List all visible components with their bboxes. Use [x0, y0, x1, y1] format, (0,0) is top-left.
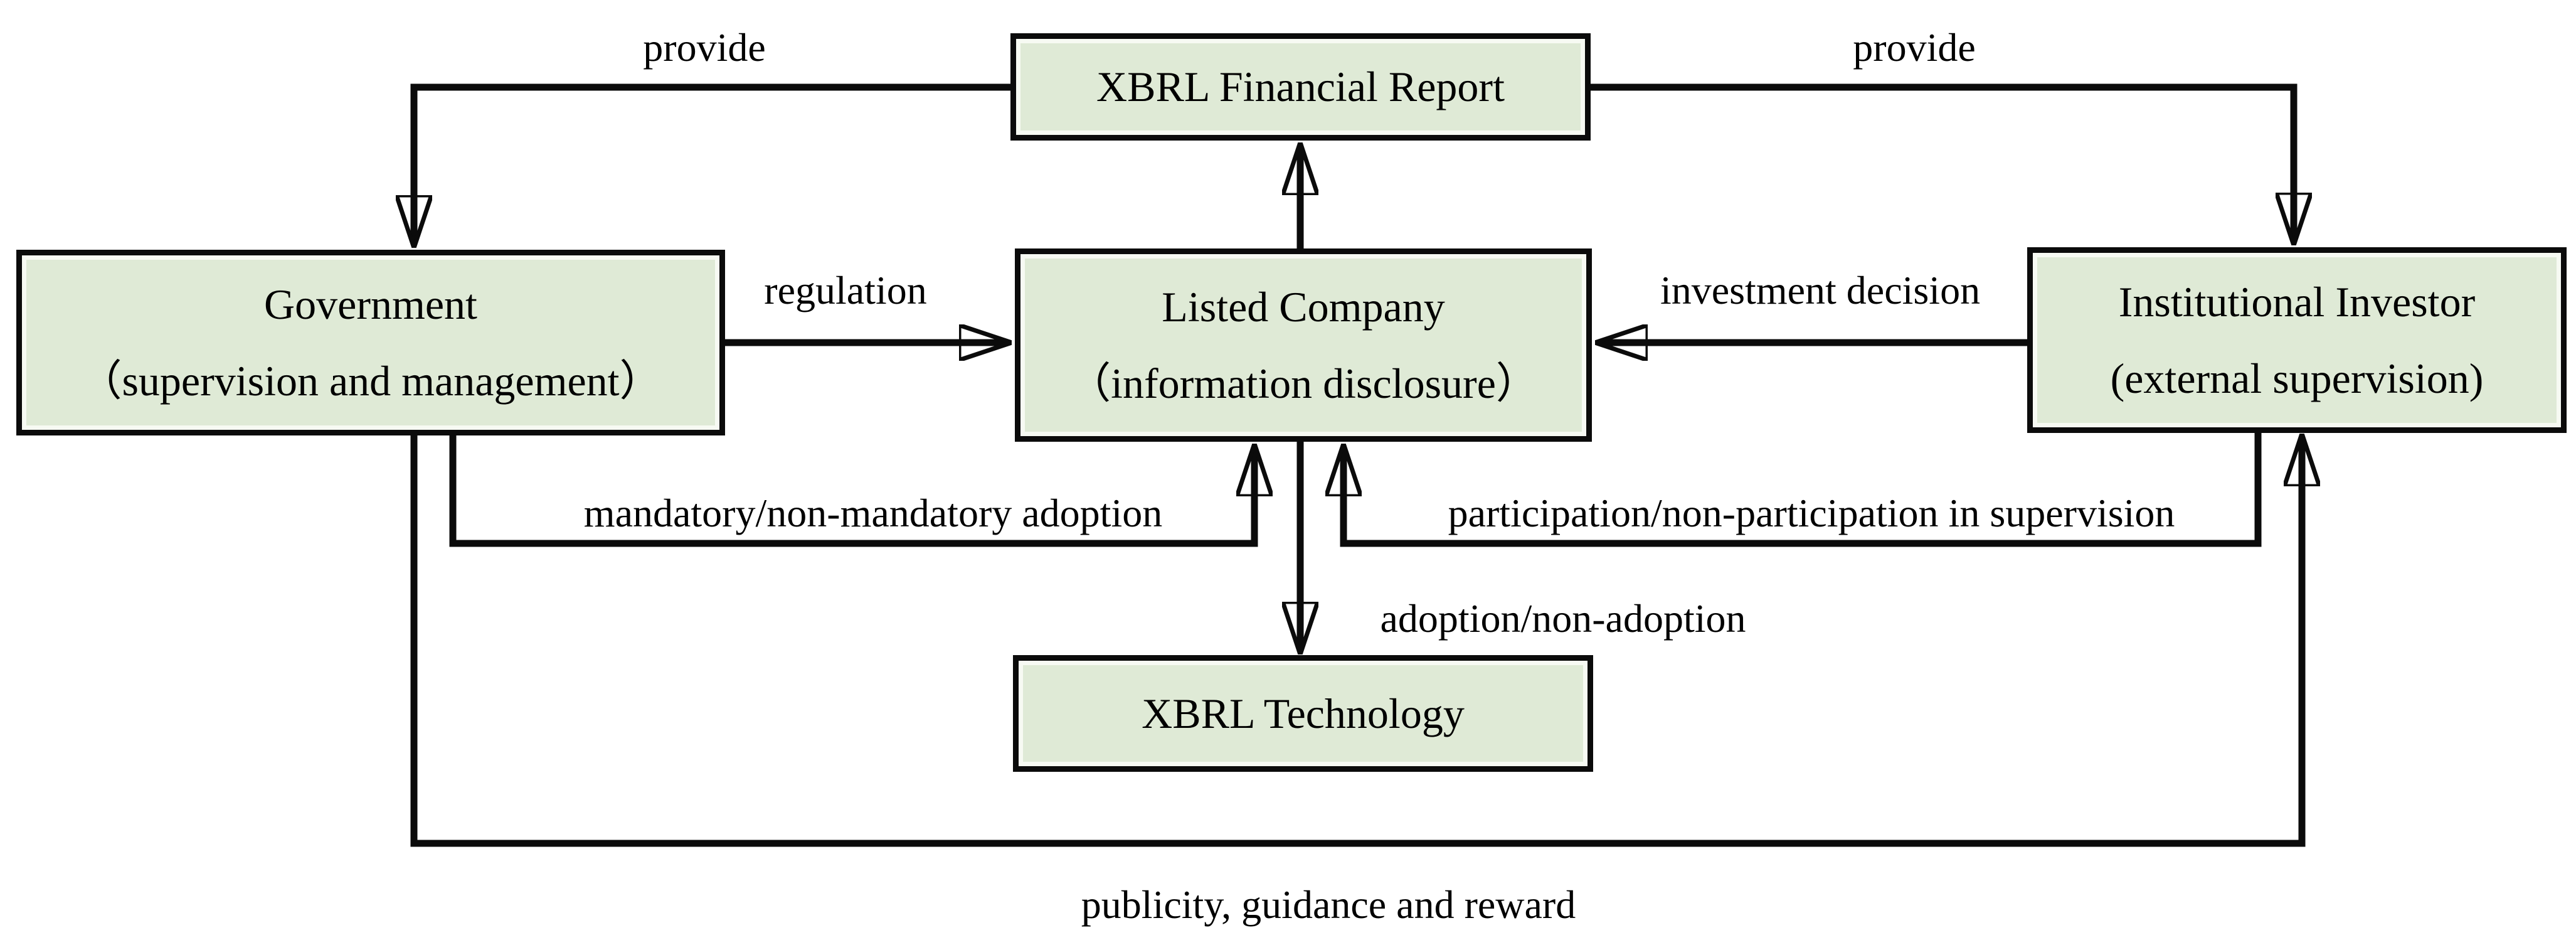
node-institutional-investor-title: Institutional Investor: [2118, 277, 2476, 326]
node-listed-company-title: Listed Company: [1162, 282, 1445, 331]
arrow-provide-to-investor: [1587, 83, 2294, 241]
node-listed-company-subtitle: （information disclosure）: [1068, 360, 1539, 407]
node-xbrl-technology-label: XBRL Technology: [1142, 689, 1465, 737]
node-xbrl-financial-report-label: XBRL Financial Report: [1096, 63, 1505, 111]
edge-label-mandatory-adoption: mandatory/non-mandatory adoption: [583, 491, 1163, 535]
node-government-title: Government: [264, 280, 477, 328]
edge-label-publicity: publicity, guidance and reward: [1081, 882, 1576, 927]
edge-label-provide-left: provide: [643, 25, 766, 70]
node-government: Government （supervision and management）: [16, 250, 725, 435]
node-xbrl-financial-report: XBRL Financial Report: [1010, 33, 1591, 141]
edge-label-investment-decision: investment decision: [1660, 268, 1981, 312]
edge-label-provide-right: provide: [1853, 25, 1976, 70]
node-listed-company: Listed Company （information disclosure）: [1015, 248, 1592, 442]
arrow-mandatory-adoption: [449, 435, 1254, 547]
node-institutional-investor: Institutional Investor (external supervi…: [2027, 247, 2567, 433]
arrow-publicity: [410, 435, 2302, 847]
edge-label-participation: participation/non-participation in super…: [1448, 491, 2175, 535]
arrow-provide-to-government: [414, 83, 1014, 243]
edge-label-adoption: adoption/non-adoption: [1380, 596, 1746, 641]
arrow-participation: [1344, 433, 2262, 547]
node-xbrl-technology: XBRL Technology: [1013, 655, 1593, 772]
node-government-subtitle: （supervision and management）: [79, 357, 662, 405]
edge-label-regulation: regulation: [764, 268, 927, 312]
node-institutional-investor-subtitle: (external supervision): [2110, 355, 2484, 402]
